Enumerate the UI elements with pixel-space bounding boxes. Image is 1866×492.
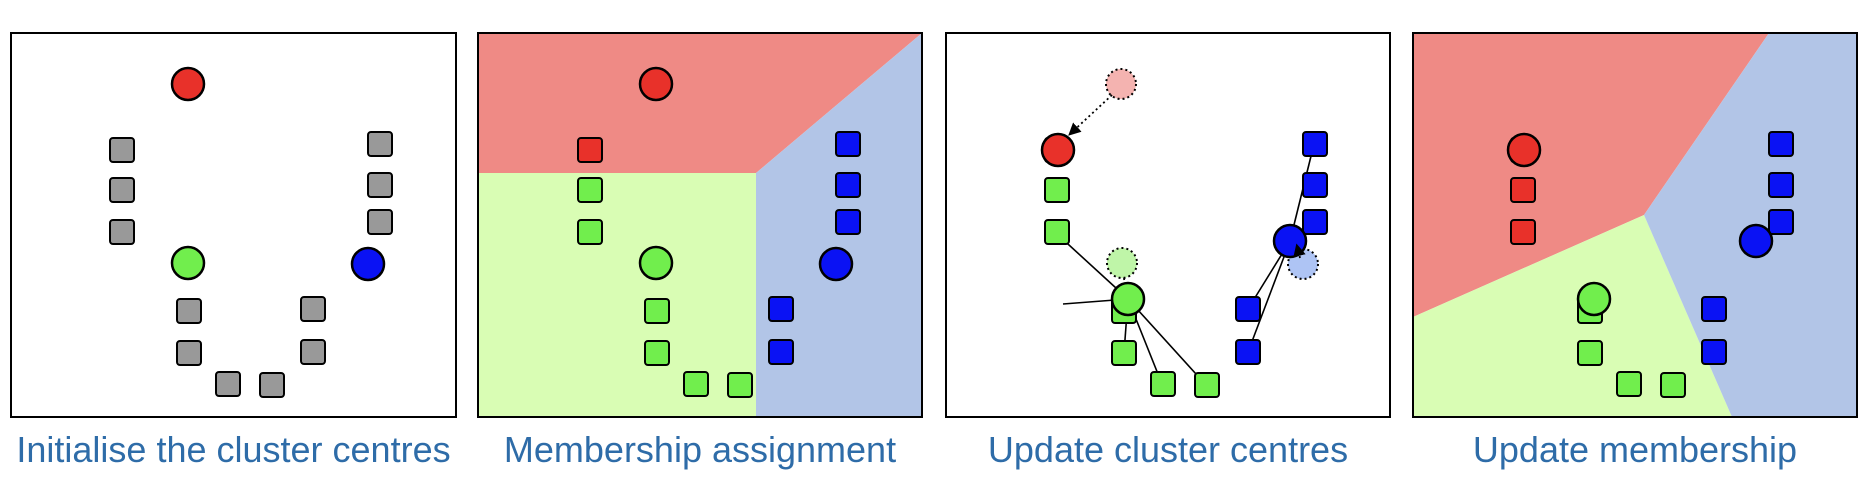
data-point-green bbox=[577, 177, 603, 203]
data-point-unassigned bbox=[367, 209, 393, 235]
data-point-green bbox=[577, 219, 603, 245]
data-point-blue bbox=[835, 209, 861, 235]
data-point-unassigned bbox=[367, 131, 393, 157]
centroids bbox=[1506, 132, 1774, 317]
data-point-blue bbox=[1302, 209, 1328, 235]
data-points bbox=[577, 131, 861, 398]
data-point-green bbox=[1577, 340, 1603, 366]
data-point-green bbox=[644, 298, 670, 324]
centroid-green bbox=[638, 245, 674, 281]
data-point-red bbox=[1510, 177, 1536, 203]
centroid-red bbox=[638, 66, 674, 102]
centroid-red bbox=[1040, 132, 1076, 168]
region-red bbox=[1413, 33, 1769, 317]
data-point-unassigned bbox=[367, 172, 393, 198]
data-point-green bbox=[1044, 219, 1070, 245]
data-point-blue bbox=[1768, 131, 1794, 157]
data-point-blue bbox=[1302, 172, 1328, 198]
centroids bbox=[170, 66, 386, 282]
data-point-blue bbox=[835, 172, 861, 198]
panel-membership-assignment bbox=[477, 32, 923, 418]
data-point-red bbox=[1510, 219, 1536, 245]
region-green bbox=[1413, 215, 1732, 417]
data-point-blue bbox=[1768, 209, 1794, 235]
data-point-blue bbox=[768, 339, 794, 365]
data-point-red bbox=[577, 137, 603, 163]
caption-initialise: Initialise the cluster centres bbox=[16, 429, 451, 470]
caption-update-centres: Update cluster centres bbox=[987, 429, 1349, 470]
data-point-green bbox=[1194, 372, 1220, 398]
previous-centroid-green bbox=[1106, 247, 1138, 279]
data-point-unassigned bbox=[176, 298, 202, 324]
data-point-blue bbox=[1302, 131, 1328, 157]
centroid-green bbox=[1576, 281, 1612, 317]
data-point-green bbox=[1660, 372, 1686, 398]
centroids bbox=[1040, 132, 1308, 317]
panel-update-membership bbox=[1412, 32, 1858, 418]
centroid-blue bbox=[818, 246, 854, 282]
data-point-unassigned bbox=[176, 340, 202, 366]
centroid-blue bbox=[1272, 223, 1308, 259]
panel-frame bbox=[477, 32, 923, 418]
centroid-blue bbox=[350, 246, 386, 282]
data-point-blue bbox=[768, 296, 794, 322]
centroid-blue bbox=[1738, 223, 1774, 259]
centroids bbox=[638, 66, 854, 282]
centroid-red bbox=[170, 66, 206, 102]
data-point-unassigned bbox=[109, 219, 135, 245]
data-point-green bbox=[1111, 340, 1137, 366]
data-point-green bbox=[1044, 177, 1070, 203]
assignment-line bbox=[1127, 298, 1207, 386]
data-point-blue bbox=[1701, 296, 1727, 322]
panel-update-centres bbox=[945, 32, 1391, 418]
data-point-green bbox=[727, 372, 753, 398]
data-point-blue bbox=[1701, 339, 1727, 365]
data-point-green bbox=[683, 371, 709, 397]
data-point-green bbox=[1150, 371, 1176, 397]
data-point-unassigned bbox=[109, 137, 135, 163]
data-point-unassigned bbox=[215, 371, 241, 397]
centroid-red bbox=[1506, 132, 1542, 168]
movement-arrow-blue bbox=[1293, 243, 1306, 259]
data-point-blue bbox=[1235, 339, 1261, 365]
panel-frame bbox=[1412, 32, 1858, 418]
assignment-line bbox=[1247, 240, 1291, 353]
data-points bbox=[109, 131, 393, 398]
data-point-green bbox=[1616, 371, 1642, 397]
centroid-green bbox=[1110, 281, 1146, 317]
centroid-green bbox=[170, 245, 206, 281]
data-point-unassigned bbox=[259, 372, 285, 398]
data-point-unassigned bbox=[300, 339, 326, 365]
data-point-green bbox=[644, 340, 670, 366]
panel-initialise bbox=[10, 32, 457, 418]
data-point-unassigned bbox=[109, 177, 135, 203]
caption-update-membership: Update membership bbox=[1472, 429, 1798, 470]
region-green bbox=[478, 173, 756, 417]
data-point-unassigned bbox=[300, 296, 326, 322]
data-point-blue bbox=[1768, 172, 1794, 198]
caption-membership-assignment: Membership assignment bbox=[503, 429, 897, 470]
data-point-blue bbox=[1235, 296, 1261, 322]
data-point-blue bbox=[835, 131, 861, 157]
previous-centroid-red bbox=[1105, 68, 1137, 100]
